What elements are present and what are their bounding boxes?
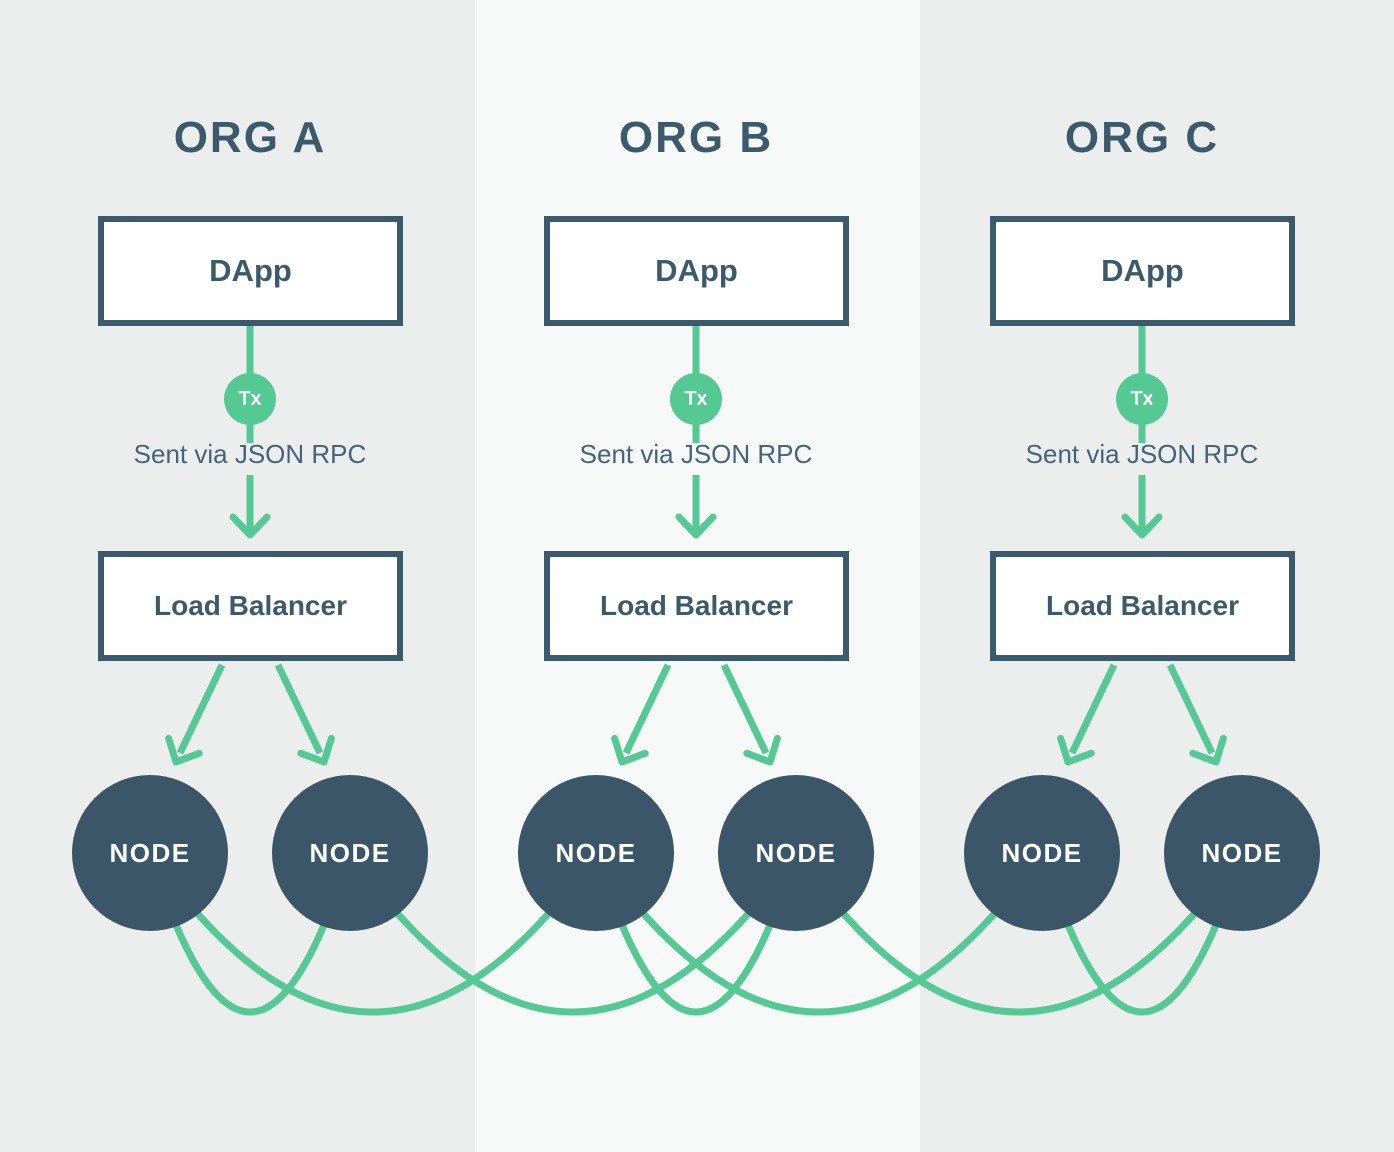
org-c-load-balancer-box: Load Balancer — [990, 551, 1295, 661]
org-b-title: ORG B — [618, 113, 774, 162]
mesh-arc-b1-b2 — [592, 851, 800, 1016]
down-arrowhead-icon — [1121, 513, 1163, 539]
down-left-arrowhead-icon — [611, 734, 649, 766]
org-a-load-balancer-box: Load Balancer — [98, 551, 403, 661]
lb-to-node-left-arrow-shaft — [176, 663, 226, 755]
tx-label: Tx — [684, 387, 708, 410]
org-c-node-2: NODE — [1164, 775, 1320, 931]
org-c-title: ORG C — [1064, 113, 1220, 162]
org-a-column: ORG A DApp Tx Sent via JSON RPC Load Bal… — [0, 0, 500, 1152]
load-balancer-label: Load Balancer — [154, 590, 347, 621]
org-c-node-1: NODE — [964, 775, 1120, 931]
mesh-arc-b2-c2 — [793, 850, 1245, 1016]
org-b-tx-badge: Tx — [670, 373, 722, 425]
org-b-column: ORG B DApp Tx Sent via JSON RPC Load Bal… — [446, 0, 946, 1152]
lb-to-node-left-arrow-shaft — [1068, 663, 1118, 755]
tx-label: Tx — [238, 387, 262, 410]
lb-to-node-left-arrow-shaft — [622, 663, 672, 755]
node-label: NODE — [755, 837, 837, 868]
org-c-column: ORG C DApp Tx Sent via JSON RPC Load Bal… — [892, 0, 1392, 1152]
node-label: NODE — [309, 837, 391, 868]
lb-to-node-right-arrow-shaft — [274, 663, 324, 755]
tx-label: Tx — [1130, 387, 1154, 410]
org-a-node-2: NODE — [272, 775, 428, 931]
org-b-node-1: NODE — [518, 775, 674, 931]
down-left-arrowhead-icon — [165, 734, 203, 766]
node-label: NODE — [109, 837, 191, 868]
node-label: NODE — [1201, 837, 1283, 868]
down-left-arrowhead-icon — [1057, 734, 1095, 766]
dapp-label: DApp — [209, 253, 292, 288]
down-right-arrowhead-icon — [743, 734, 781, 766]
org-b-node-2: NODE — [718, 775, 874, 931]
mesh-arc-a2-b2 — [347, 850, 799, 1016]
node-mesh-arcs — [146, 850, 1246, 1016]
org-b-rpc-label: Sent via JSON RPC — [579, 439, 813, 469]
org-b-dapp-box: DApp — [544, 216, 849, 326]
mesh-arc-c1-c2 — [1038, 851, 1246, 1016]
node-label: NODE — [555, 837, 637, 868]
lb-to-node-right-arrow-shaft — [720, 663, 770, 755]
org-c-rpc-label: Sent via JSON RPC — [1025, 439, 1259, 469]
mesh-arc-b1-c1 — [593, 850, 1045, 1016]
org-c-dapp-box: DApp — [990, 216, 1295, 326]
down-arrowhead-icon — [675, 513, 717, 539]
mesh-arc-a1-b1 — [147, 850, 599, 1016]
down-right-arrowhead-icon — [1189, 734, 1227, 766]
lb-to-node-right-arrow-shaft — [1166, 663, 1216, 755]
org-a-rpc-label: Sent via JSON RPC — [133, 439, 367, 469]
org-b-load-balancer-box: Load Balancer — [544, 551, 849, 661]
org-a-node-1: NODE — [72, 775, 228, 931]
mesh-arc-a1-a2 — [146, 851, 354, 1016]
down-right-arrowhead-icon — [297, 734, 335, 766]
org-c-connectors — [1057, 326, 1227, 766]
org-a-tx-badge: Tx — [224, 373, 276, 425]
org-a-title: ORG A — [173, 113, 327, 162]
org-c-tx-badge: Tx — [1116, 373, 1168, 425]
dapp-label: DApp — [655, 253, 738, 288]
load-balancer-label: Load Balancer — [1046, 590, 1239, 621]
dapp-label: DApp — [1101, 253, 1184, 288]
org-a-dapp-box: DApp — [98, 216, 403, 326]
load-balancer-label: Load Balancer — [600, 590, 793, 621]
node-label: NODE — [1001, 837, 1083, 868]
down-arrowhead-icon — [229, 513, 271, 539]
